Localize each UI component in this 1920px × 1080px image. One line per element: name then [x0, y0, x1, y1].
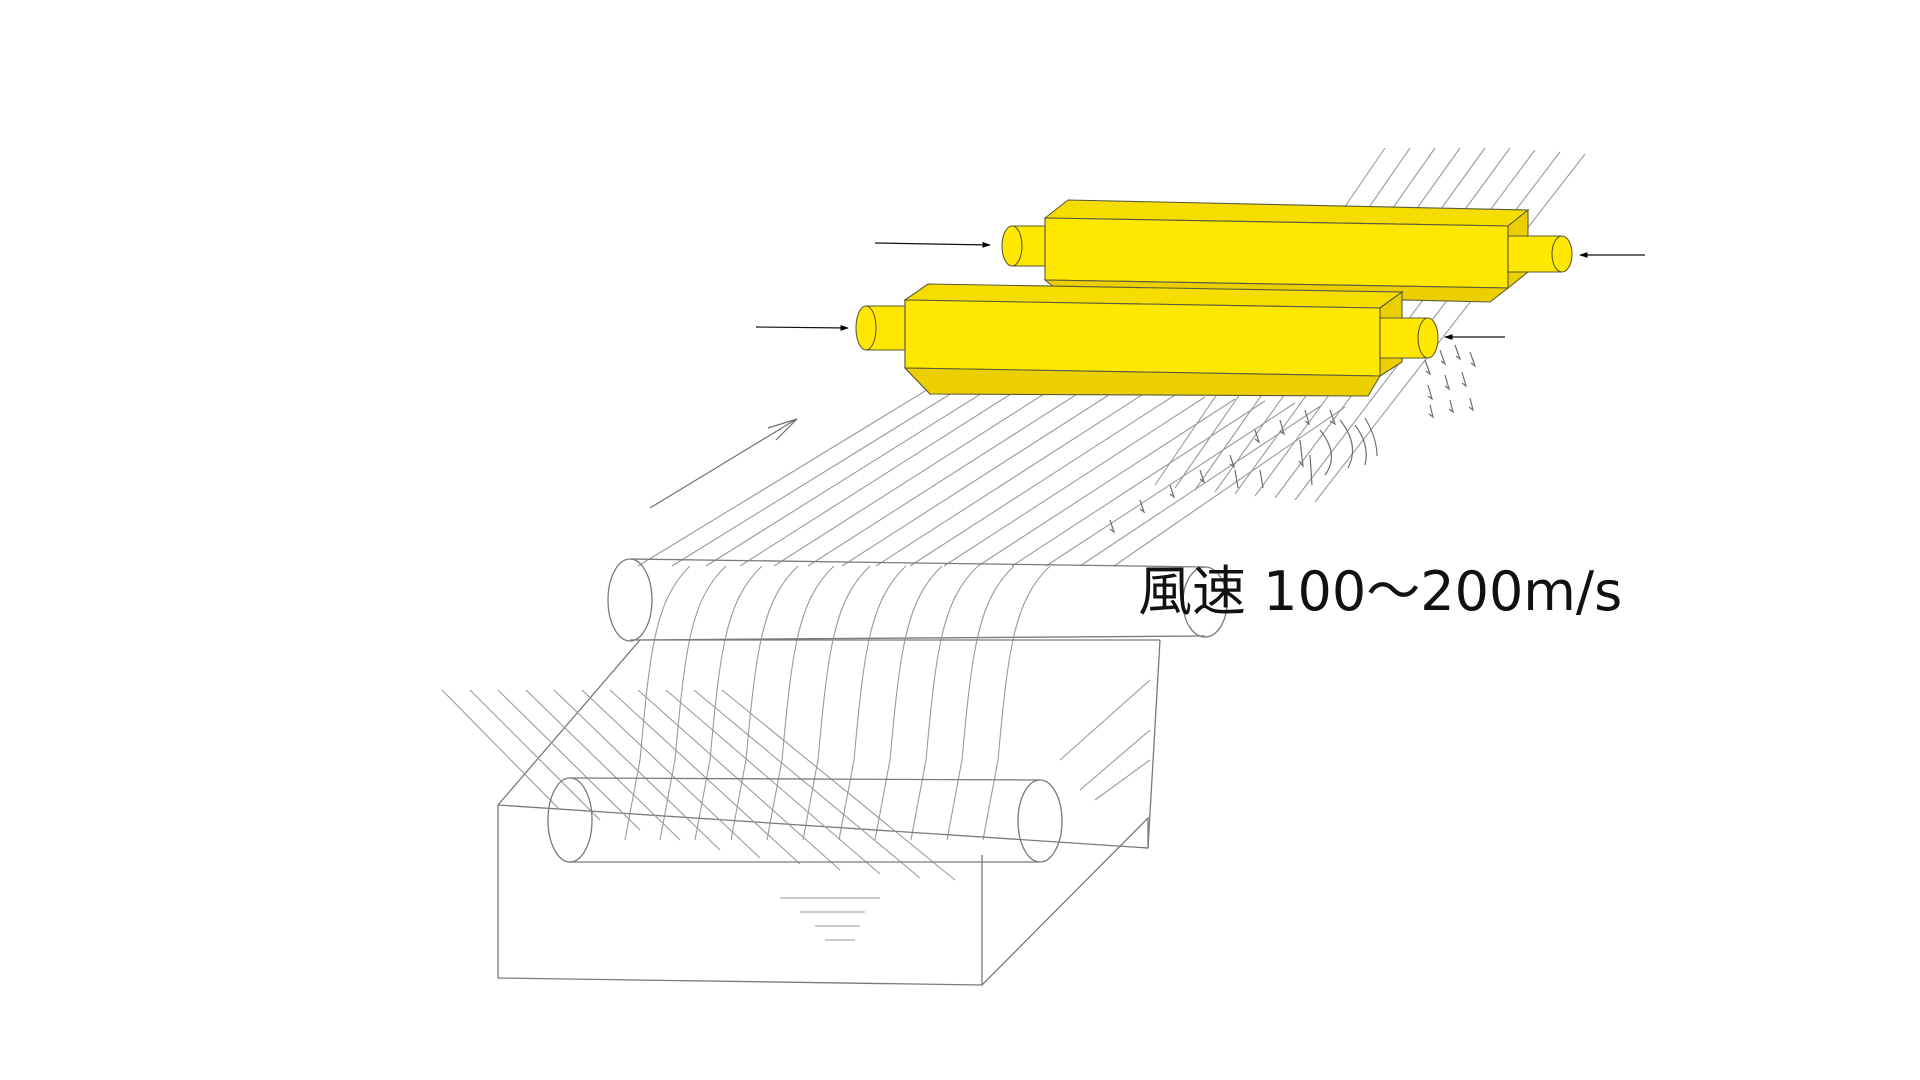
liquid-lines	[780, 897, 880, 941]
arrow-right-icon	[755, 324, 849, 331]
upper-roller	[607, 558, 1228, 642]
lower-roller	[547, 777, 1063, 863]
air-knife-front	[855, 283, 1439, 397]
strip-lines	[637, 384, 1346, 567]
fibre-loops	[624, 565, 1051, 841]
direction-arrow	[649, 418, 798, 509]
bath-hatching	[441, 679, 1151, 881]
bath-tank	[497, 639, 1161, 986]
arrow-right-icon	[874, 241, 991, 248]
wind-speed-label: 風速 100〜200m/s	[1138, 560, 1622, 623]
air-streams	[1109, 344, 1477, 534]
